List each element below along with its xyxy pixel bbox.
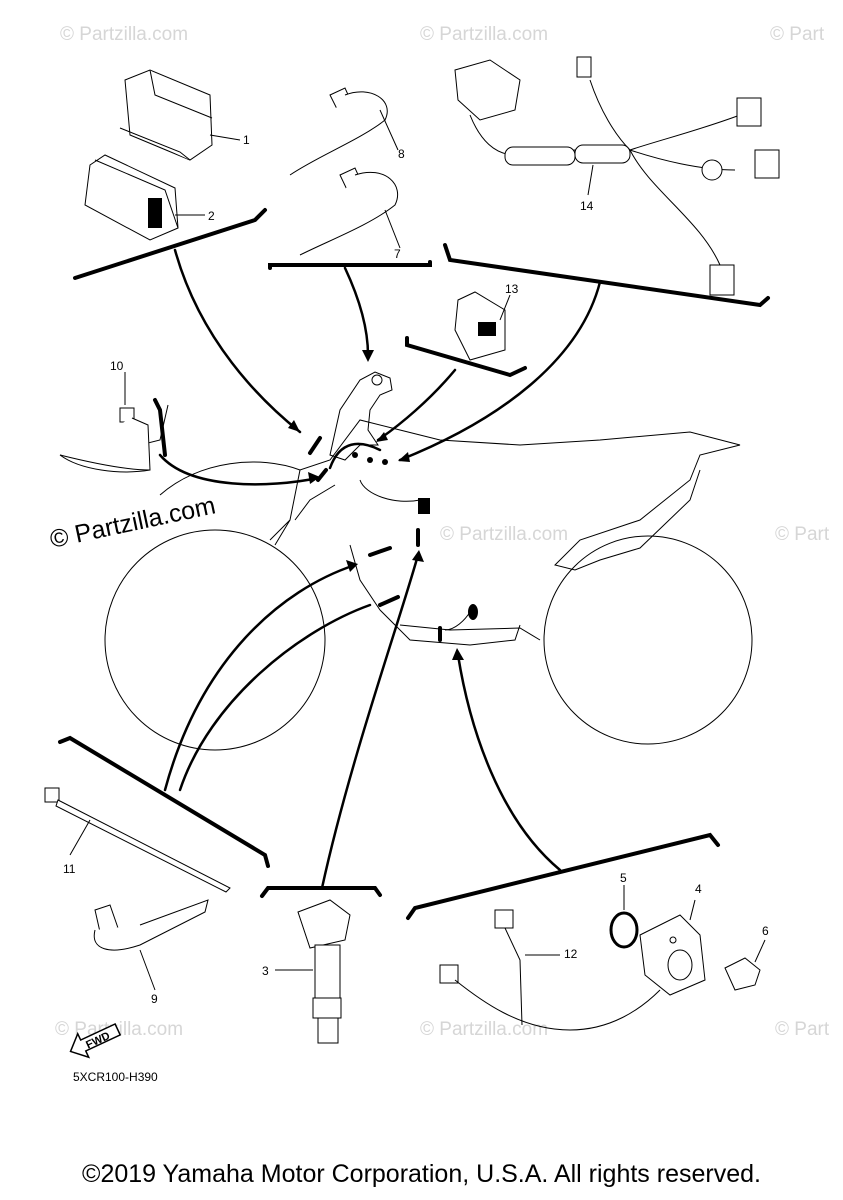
leader-line xyxy=(173,248,302,434)
harness-wire xyxy=(328,442,382,470)
callout-14: 14 xyxy=(580,199,594,213)
location-mark xyxy=(368,546,392,557)
callout-9: 9 xyxy=(151,992,158,1006)
part-12-lead xyxy=(439,909,661,1031)
part-6-bolt xyxy=(724,939,766,991)
watermark: © Partzilla.com xyxy=(420,1019,548,1040)
ignition-coil-mark xyxy=(418,498,430,514)
callout-3: 3 xyxy=(262,964,269,978)
bracket-9-11 xyxy=(58,735,270,868)
part-7-8-clamps xyxy=(289,87,401,256)
headlight-bracket-hole xyxy=(371,374,383,386)
harness-wire xyxy=(359,479,421,502)
callout-2: 2 xyxy=(208,209,215,223)
callout-6: 6 xyxy=(762,924,769,938)
callouts: 1 2 3 4 5 6 7 8 9 10 11 12 13 14 xyxy=(63,133,769,1006)
sensor-connector xyxy=(468,604,478,620)
watermark: © Part xyxy=(775,1019,830,1040)
copyright-notice: ©2019 Yamaha Motor Corporation, U.S.A. A… xyxy=(82,1160,761,1188)
bracket-3 xyxy=(260,886,382,898)
watermark: © Part xyxy=(775,524,830,545)
leader-line xyxy=(376,368,457,442)
group-brackets xyxy=(58,208,770,920)
bracket-14 xyxy=(443,243,770,308)
front-wheel xyxy=(104,529,326,751)
bracket-13 xyxy=(405,336,527,378)
leader-line xyxy=(158,453,320,486)
location-mark xyxy=(316,468,328,482)
callout-7: 7 xyxy=(394,247,401,261)
part-2-relay xyxy=(84,154,205,241)
leader-line xyxy=(343,266,370,357)
bracket-10 xyxy=(153,398,167,457)
part-1-cdi-unit xyxy=(119,69,241,161)
leader-line xyxy=(398,280,602,462)
bracket-7-8 xyxy=(268,260,432,270)
callout-4: 4 xyxy=(695,882,702,896)
rear-wheel xyxy=(543,535,753,745)
watermark: © Partzilla.com xyxy=(60,24,188,45)
callout-11: 11 xyxy=(63,862,76,876)
motorcycle-outline xyxy=(59,371,753,751)
watermark: © Partzilla.com xyxy=(420,24,548,45)
watermark: © Partzilla.com xyxy=(55,1019,183,1040)
bracket-1-2 xyxy=(73,208,267,280)
leader-line xyxy=(163,563,357,792)
frame-outline xyxy=(159,419,741,646)
watermark: © Partzilla.com xyxy=(440,524,568,545)
location-mark xyxy=(378,595,400,607)
part-3-ignition-coil xyxy=(275,899,351,1044)
part-14-wire-harness xyxy=(454,56,780,296)
part-4-sensor xyxy=(639,899,706,996)
part-13-clip xyxy=(454,291,511,361)
part-11-cable-tie xyxy=(44,787,231,893)
bracket-4-5-6-12 xyxy=(406,832,720,920)
callout-13: 13 xyxy=(505,282,519,296)
leader-line xyxy=(178,603,372,792)
harness-wire xyxy=(444,611,471,631)
part-9-band xyxy=(93,899,209,991)
callout-12: 12 xyxy=(564,947,578,961)
diagram-code: 5XCR100-H390 xyxy=(73,1070,158,1084)
callout-8: 8 xyxy=(398,147,405,161)
part-10-band xyxy=(59,372,151,471)
callout-10: 10 xyxy=(110,359,124,373)
leader-line xyxy=(456,653,562,872)
watermark: © Part xyxy=(770,24,825,45)
callout-1: 1 xyxy=(243,133,250,147)
location-mark xyxy=(308,436,322,455)
front-fork xyxy=(274,484,336,546)
leader-line xyxy=(320,553,420,890)
callout-5: 5 xyxy=(620,871,627,885)
part-5-o-ring xyxy=(609,885,639,949)
watermark-prominent: © Partzilla.com xyxy=(47,491,218,553)
leader-arrows xyxy=(158,248,602,890)
